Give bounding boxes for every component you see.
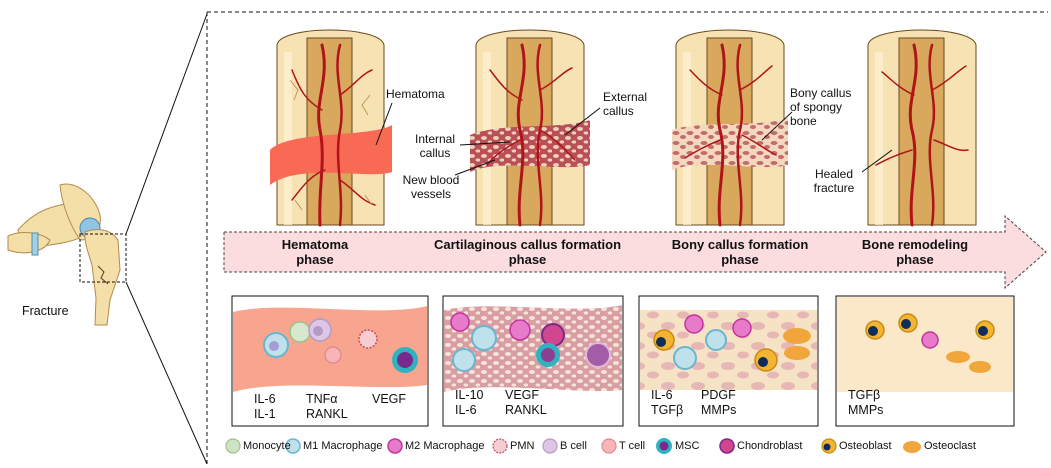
t-cell-icon bbox=[602, 439, 616, 453]
annotation-hematoma: Hematoma bbox=[386, 87, 466, 101]
annotation-internal-callus: Internal callus bbox=[405, 132, 465, 160]
legend-label-chondroblast: Chondroblast bbox=[737, 440, 802, 453]
phase-label-bony-callus: Bony callus formation phase bbox=[655, 237, 825, 267]
zoom-line-bottom bbox=[126, 282, 207, 464]
chondroblast-icon bbox=[720, 439, 734, 453]
phase-label-remodeling: Bone remodeling phase bbox=[845, 237, 985, 267]
legend-label-b-cell: B cell bbox=[560, 440, 587, 453]
cytokines-panel1-col2: TNFα RANKL bbox=[306, 392, 348, 422]
phase-label-cartilaginous: Cartilaginous callus formation phase bbox=[420, 237, 635, 267]
legend-label-msc: MSC bbox=[675, 440, 699, 453]
legend-label-t-cell: T cell bbox=[619, 440, 645, 453]
b-cell-icon bbox=[543, 439, 557, 453]
cytokines-panel2-col2: VEGF RANKL bbox=[505, 388, 547, 418]
phase-label-hematoma: Hematoma phase bbox=[255, 237, 375, 267]
fracture-label: Fracture bbox=[22, 304, 69, 318]
bone-cartilaginous bbox=[470, 30, 590, 225]
m2-macrophage-icon bbox=[388, 439, 402, 453]
annotation-healed-fracture: Healed fracture bbox=[804, 167, 864, 195]
zoom-line-top bbox=[126, 14, 207, 234]
bone-hematoma bbox=[270, 30, 392, 225]
cytokines-panel4-col1: TGFβ MMPs bbox=[848, 388, 883, 418]
bone-bony-callus bbox=[672, 30, 788, 225]
pmn-icon bbox=[493, 439, 507, 453]
osteoclast-icon bbox=[903, 441, 921, 453]
legend-label-m1-macrophage: M1 Macrophage bbox=[303, 440, 383, 453]
legend-label-osteoclast: Osteoclast bbox=[924, 440, 976, 453]
cytokines-panel3-col2: PDGF MMPs bbox=[701, 388, 736, 418]
cytokines-panel1-col3: VEGF bbox=[372, 392, 406, 407]
legend-label-pmn: PMN bbox=[510, 440, 534, 453]
cytokines-panel3-col1: IL-6 TGFβ bbox=[651, 388, 683, 418]
legend-label-m2-macrophage: M2 Macrophage bbox=[405, 440, 485, 453]
cytokines-panel1-col1: IL-6 IL-1 bbox=[254, 392, 276, 422]
bone-remodeling bbox=[868, 30, 976, 225]
monocyte-icon bbox=[226, 439, 240, 453]
annotation-new-blood-vessels: New blood vessels bbox=[396, 173, 466, 201]
legend-label-osteoblast: Osteoblast bbox=[839, 440, 892, 453]
legend-label-monocyte: Monocyte bbox=[243, 440, 291, 453]
cytokines-panel2-col1: IL-10 IL-6 bbox=[455, 388, 484, 418]
annotation-external-callus: External callus bbox=[603, 90, 663, 118]
annotation-bony-callus: Bony callus of spongy bone bbox=[790, 86, 865, 128]
